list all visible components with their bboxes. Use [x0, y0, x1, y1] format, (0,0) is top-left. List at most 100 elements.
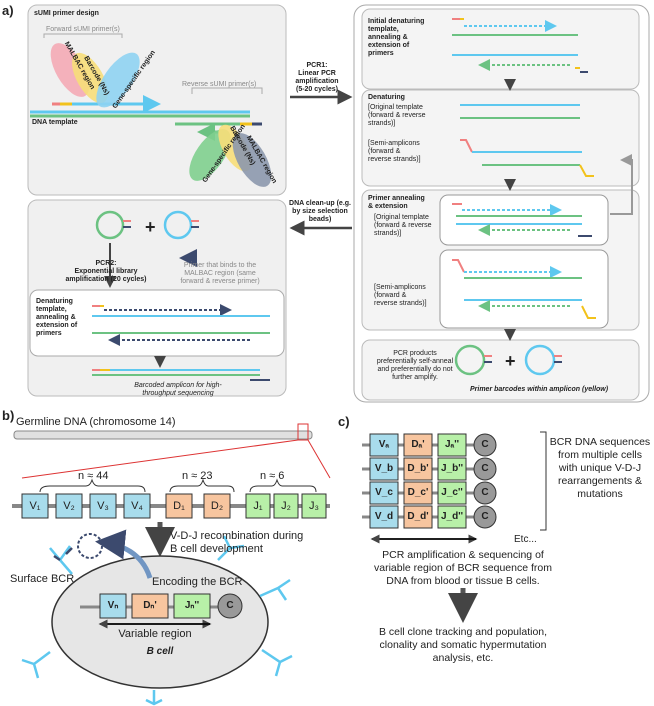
panel-label-a: a)	[2, 3, 14, 18]
clone-j-box	[437, 505, 467, 529]
products-box	[361, 339, 640, 401]
j-seg-1: J₁	[253, 500, 263, 512]
germline-label: Germline DNA (chromosome 14)	[16, 416, 176, 428]
binds-l2: MALBAC region (same	[184, 270, 256, 277]
products-l3: and preferentially do not	[377, 366, 453, 373]
clone-v-box	[369, 481, 399, 505]
anneal-orig3: strands)]	[374, 230, 402, 237]
initial-box	[361, 8, 640, 90]
anneal-semi1: [Semi-amplicons	[374, 284, 426, 291]
cleanup-l2: by size selection	[292, 208, 348, 215]
binds-l1: Primer that binds to the	[183, 262, 257, 269]
annealing-orig-sub	[439, 194, 609, 246]
clone-v-label: V_b	[374, 463, 394, 474]
pcr1-line2: (5-20 cycles)	[295, 86, 339, 93]
clone-c-circle	[473, 433, 497, 457]
clone-c-label: C	[481, 463, 489, 474]
dna-template-label: DNA template	[32, 119, 78, 126]
pcr2-title: PCR2:	[95, 260, 117, 267]
clone-v-box	[369, 433, 399, 457]
product-circle-green	[454, 344, 486, 376]
clone-j-label: J_c''	[441, 487, 463, 498]
encoding-label: Encoding the BCR	[152, 576, 243, 588]
j-seg-3: J₃	[309, 500, 319, 512]
denaturing-box	[361, 89, 640, 187]
n-j-label: n ≈ 6	[260, 470, 285, 482]
clone-c-circle	[473, 505, 497, 529]
denat2-l5: primers	[36, 330, 62, 337]
clone-v-box	[369, 505, 399, 529]
clone-j-box	[437, 481, 467, 505]
clone-c-label: C	[481, 511, 489, 522]
pcr2-strands	[92, 304, 270, 346]
jn-label: Jₙ''	[184, 600, 200, 611]
d-segments-boxes	[165, 493, 231, 519]
variable-region-label: Variable region	[118, 628, 192, 640]
binds-l3: forward & reverse primer)	[180, 278, 260, 285]
clone-c-circle	[473, 481, 497, 505]
clone-j-label: J_d''	[441, 511, 463, 522]
within-amplicon-label: Primer barcodes within amplicon (yellow)	[470, 386, 609, 393]
svg-text:+: +	[145, 217, 156, 237]
clone-d-label: D_c'	[407, 487, 429, 498]
malbac-ellipse-rev	[232, 133, 272, 187]
clone-d-box	[403, 481, 433, 505]
svg-text:+: +	[505, 351, 516, 371]
denat2-l2: template,	[36, 306, 67, 313]
c-pcr-l2: variable region of BCR sequence from	[373, 562, 552, 574]
c-pcr-l1: PCR amplification & sequencing of	[382, 549, 544, 561]
barcoded-l1: Barcoded amplicon for high-	[134, 382, 222, 389]
anneal-orig2: (forward & reverse	[374, 222, 432, 229]
clone-j-box	[437, 433, 467, 457]
denat-semi3: reverse strands)]	[368, 156, 421, 163]
clone-c-circle	[473, 457, 497, 481]
bcell-ellipse	[51, 555, 269, 689]
clone-c-label: C	[481, 487, 489, 498]
clone-v-label: V_d	[374, 511, 394, 522]
forward-primer-label: Forward sUMI primer(s)	[46, 26, 120, 33]
annealing-strands	[452, 203, 596, 319]
bcr-l1: BCR DNA sequences	[549, 436, 651, 448]
denat-orig1: [Original template	[368, 104, 423, 111]
clone-d-label: D_d'	[407, 511, 429, 522]
initial-l4: extension of	[368, 42, 410, 49]
v-segments-boxes	[21, 493, 151, 519]
pcr2-l1: Exponential library	[74, 268, 138, 275]
gene-ellipse-fwd	[96, 52, 140, 108]
clone-j-box	[437, 457, 467, 481]
products-l1: PCR products	[393, 350, 437, 357]
pcr1-line1: Linear PCR amplification	[295, 70, 339, 85]
denat-semi1: [Semi-amplicons	[368, 140, 420, 147]
bcr-receptors	[21, 535, 293, 706]
cleanup-l1: DNA clean-up (e.g.	[289, 200, 351, 207]
etc-label: Etc...	[514, 534, 537, 545]
denat2-l3: annealing &	[36, 314, 76, 321]
initial-l5: primers	[368, 50, 394, 57]
n-d-label: n ≈ 23	[182, 470, 213, 482]
vn-label: Vₙ	[107, 600, 119, 611]
dn-label: Dₙ'	[143, 600, 157, 611]
chromosome-bar	[13, 430, 313, 440]
barcoded-amplicon	[92, 369, 270, 381]
v-seg-3: V₃	[97, 500, 109, 512]
n-v-label: n ≈ 44	[78, 470, 109, 482]
initial-l3: annealing &	[368, 34, 408, 41]
anneal-semi3: reverse strands)]	[374, 300, 427, 307]
recomb-l1: V-D-J recombination during	[170, 530, 304, 542]
surface-bcr-label: Surface BCR	[10, 573, 75, 585]
clone-d-box	[403, 457, 433, 481]
clone-c-label: C	[481, 439, 489, 450]
denat2-l4: extension of	[36, 322, 78, 329]
clone-j-label: J_b''	[441, 463, 463, 474]
products-l4: further amplify.	[392, 374, 438, 381]
cleanup-l3: beads)	[308, 216, 332, 223]
denat-orig3: strands)]	[368, 120, 396, 127]
clone-v-label: V_c	[375, 487, 393, 498]
barcoded-l2: throughput sequencing	[142, 390, 214, 397]
denaturing-title: Denaturing	[368, 94, 405, 101]
bcr-l4: rearrangements &	[557, 475, 643, 487]
bcr-l2: from multiple cells	[557, 449, 643, 461]
reverse-primer-label: Reverse sUMI primer(s)	[182, 81, 257, 88]
design-title: sUMI primer design	[34, 10, 99, 17]
annealing-semi-sub	[439, 249, 609, 329]
